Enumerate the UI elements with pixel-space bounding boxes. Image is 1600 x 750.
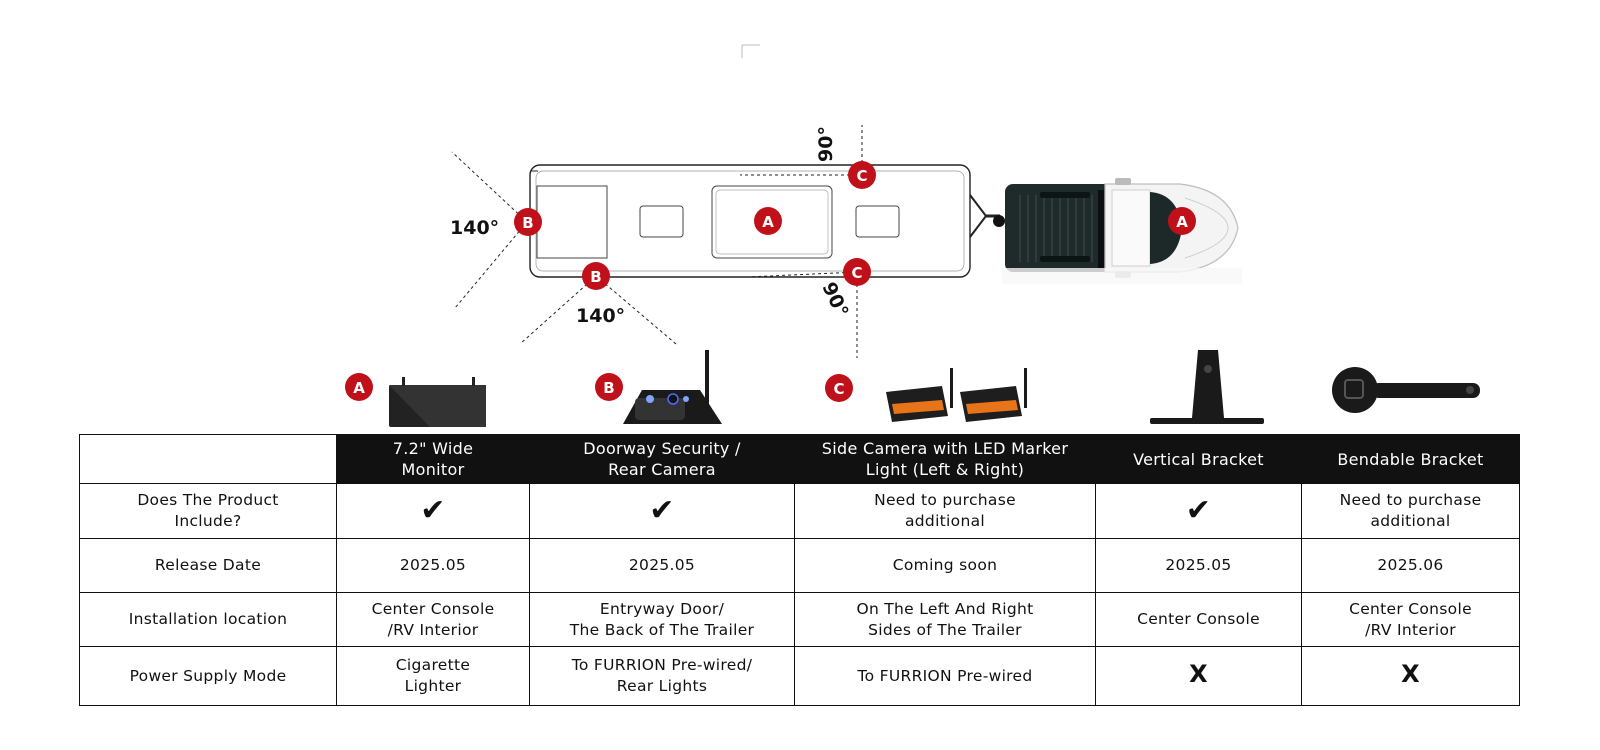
badge-a-product: A <box>345 373 373 401</box>
table-row: Does The Product Include? ✔ ✔ Need to pu… <box>79 483 1520 539</box>
badge-c-bottom: C <box>843 258 871 286</box>
svg-text:C: C <box>856 167 867 185</box>
table-cell: On The Left And Right Sides of The Trail… <box>794 592 1096 647</box>
header-side-camera: Side Camera with LED Marker Light (Left … <box>794 434 1096 484</box>
vertical-bracket-icon <box>1150 350 1264 424</box>
table-cell: Center Console /RV Interior <box>1301 592 1520 647</box>
badge-c-product: C <box>825 374 853 402</box>
header-vertical-bracket: Vertical Bracket <box>1095 434 1302 484</box>
table-cell: 2025.05 <box>336 538 530 593</box>
row-label: Release Date <box>79 538 337 593</box>
header-monitor: 7.2" Wide Monitor <box>336 434 530 484</box>
top-side-angle-label: 90° <box>815 126 837 162</box>
badge-b-side: B <box>582 262 610 290</box>
bendable-bracket-icon <box>1332 367 1480 413</box>
cross-icon: X <box>1301 646 1520 706</box>
header-camera: Doorway Security / Rear Camera <box>529 434 795 484</box>
svg-text:A: A <box>353 379 365 397</box>
badge-c-top: C <box>848 161 876 189</box>
table-cell: Need to purchase additional <box>1301 483 1520 539</box>
badge-b-rear: B <box>514 208 542 236</box>
table-cell: Entryway Door/ The Back of The Trailer <box>529 592 795 647</box>
camera-icon <box>623 350 722 424</box>
table-cell: Center Console <box>1095 592 1302 647</box>
svg-text:B: B <box>603 379 614 397</box>
table-row: Power Supply Mode Cigarette Lighter To F… <box>79 646 1520 706</box>
row-label: Does The Product Include? <box>79 483 337 539</box>
row-label: Power Supply Mode <box>79 646 337 706</box>
rear-angle-label: 140° <box>450 217 499 239</box>
check-icon: ✔ <box>1095 483 1302 539</box>
table-cell: Need to purchase additional <box>794 483 1096 539</box>
check-icon: ✔ <box>336 483 530 539</box>
table-cell: 2025.05 <box>529 538 795 593</box>
table-cell: Center Console /RV Interior <box>336 592 530 647</box>
svg-text:B: B <box>590 268 601 286</box>
table-row: Release Date 2025.05 2025.05 Coming soon… <box>79 538 1520 593</box>
table-cell: Coming soon <box>794 538 1096 593</box>
badge-b-product: B <box>595 373 623 401</box>
table-cell: 2025.06 <box>1301 538 1520 593</box>
svg-text:B: B <box>522 214 533 232</box>
svg-text:C: C <box>851 264 862 282</box>
table-cell: Cigarette Lighter <box>336 646 530 706</box>
bottom-side-angle-label: 90° <box>817 279 852 321</box>
badge-a-trailer: A <box>754 207 782 235</box>
comparison-table: 7.2" Wide Monitor Doorway Security / Rea… <box>79 434 1520 706</box>
badge-a-truck: A <box>1168 207 1196 235</box>
svg-text:A: A <box>762 213 774 231</box>
table-cell: To FURRION Pre-wired <box>794 646 1096 706</box>
table-header-row: 7.2" Wide Monitor Doorway Security / Rea… <box>79 434 1520 484</box>
row-label: Installation location <box>79 592 337 647</box>
truck <box>1002 178 1242 284</box>
table-cell: 2025.05 <box>1095 538 1302 593</box>
side-camera-icon <box>886 368 1027 422</box>
svg-text:C: C <box>833 380 844 398</box>
table-cell: To FURRION Pre-wired/ Rear Lights <box>529 646 795 706</box>
side-rear-angle-label: 140° <box>576 305 625 327</box>
svg-text:A: A <box>1176 213 1188 231</box>
check-icon: ✔ <box>529 483 795 539</box>
header-bendable-bracket: Bendable Bracket <box>1301 434 1520 484</box>
table-row: Installation location Center Console /RV… <box>79 592 1520 647</box>
cross-icon: X <box>1095 646 1302 706</box>
header-blank <box>79 434 337 484</box>
top-mark <box>741 44 760 58</box>
monitor-icon <box>389 377 486 427</box>
